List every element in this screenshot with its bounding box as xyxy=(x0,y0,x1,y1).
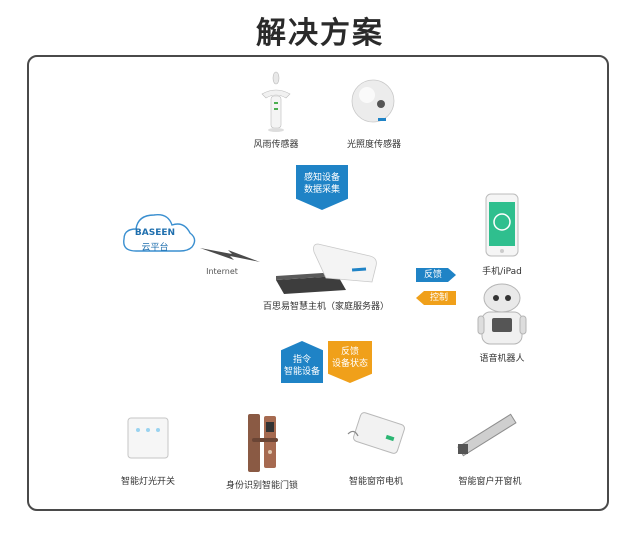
internet-label: Internet xyxy=(206,267,238,276)
light-sensor-label: 光照度传感器 xyxy=(346,140,402,150)
home-server-icon xyxy=(276,243,377,294)
lightning-icon xyxy=(200,248,260,262)
window-opener-label: 智能窗户开窗机 xyxy=(458,477,522,487)
curtain-motor-label: 智能窗帘电机 xyxy=(348,477,404,487)
feedback-label: 反馈 xyxy=(423,270,442,280)
voice-robot-label: 语音机器人 xyxy=(479,354,525,364)
cloud-label: 云平台 xyxy=(141,243,169,253)
cloud-brand: BASEEN xyxy=(134,228,176,238)
light-switch-label: 智能灯光开关 xyxy=(120,477,176,487)
command-arrow: 指令 智能设备 xyxy=(281,341,323,383)
fb-line2: 设备状态 xyxy=(331,359,368,369)
light-sensor-icon xyxy=(351,79,395,123)
control-label: 控制 xyxy=(429,293,448,303)
host-label: 百思易智慧主机（家庭服务器） xyxy=(262,302,390,312)
status-feedback-arrow: 反馈 设备状态 xyxy=(328,341,372,383)
sense-line1: 感知设备 xyxy=(303,172,340,183)
command-line2: 智能设备 xyxy=(283,367,320,377)
door-lock-label: 身份识别智能门锁 xyxy=(225,481,299,491)
command-line1: 指令 xyxy=(292,355,311,365)
sense-line2: 数据采集 xyxy=(303,184,340,195)
door-lock-icon xyxy=(248,414,278,472)
voice-robot-icon xyxy=(477,283,527,345)
cloud-icon xyxy=(123,214,196,252)
phone-icon xyxy=(485,193,519,257)
diagram-frame xyxy=(27,55,609,511)
phone-ipad-label: 手机/iPad xyxy=(482,267,522,277)
curtain-motor-icon xyxy=(347,412,405,454)
page-title: 解决方案 xyxy=(256,16,384,51)
wind-rain-sensor-icon xyxy=(261,71,291,132)
control-arrow: 控制 xyxy=(416,291,456,305)
light-switch-icon xyxy=(127,417,169,459)
window-opener-icon xyxy=(457,413,517,457)
feedback-arrow: 反馈 xyxy=(416,268,456,282)
wind-rain-sensor-label: 风雨传感器 xyxy=(253,140,299,150)
fb-line1: 反馈 xyxy=(340,347,359,357)
